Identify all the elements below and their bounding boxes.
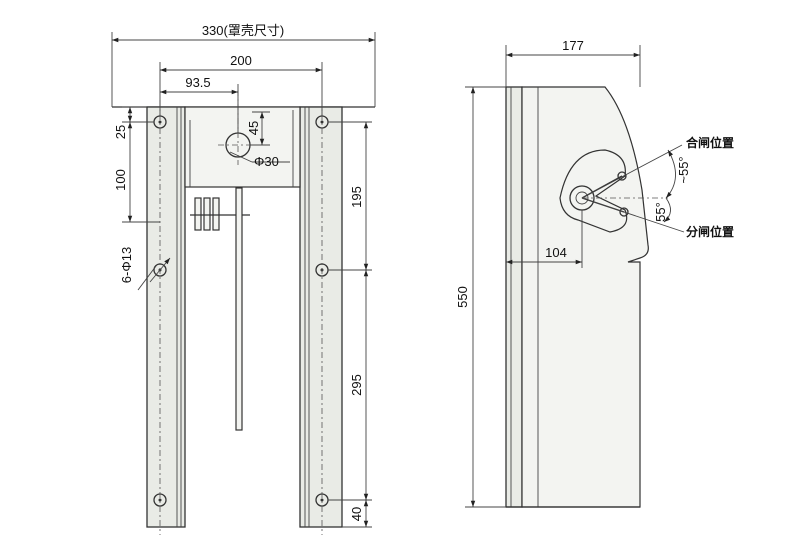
dim-center-hole: Φ30 — [254, 154, 279, 169]
side-view: 177 550 104 ~55° 55° 合闸位置 分闸位置 — [455, 38, 734, 508]
center-bracket — [184, 106, 301, 188]
dim-bottom-offset: 40 — [349, 507, 364, 521]
dim-closed-angle: ~55° — [676, 156, 691, 183]
side-mounting-plate — [505, 86, 523, 508]
closed-position-label: 合闸位置 — [686, 135, 734, 150]
side-housing — [521, 86, 649, 508]
dim-total-width: 330(罩壳尺寸) — [202, 23, 284, 38]
dim-hole-span: 200 — [230, 53, 252, 68]
dim-offset-left: 93.5 — [185, 75, 210, 90]
open-position-label: 分闸位置 — [686, 224, 734, 239]
dim-top-hole-offset: 25 — [113, 125, 128, 139]
dim-small-hole-offset: 45 — [246, 121, 261, 135]
dim-depth: 177 — [562, 38, 584, 53]
dim-right-upper-spacing: 195 — [349, 186, 364, 208]
right-rail — [299, 106, 343, 528]
dim-open-angle: 55° — [653, 202, 668, 222]
dim-height: 550 — [455, 286, 470, 308]
dim-right-lower-spacing: 295 — [349, 374, 364, 396]
front-view: 330(罩壳尺寸) 200 93.5 25 100 45 Φ30 6-Φ13 1… — [111, 23, 376, 535]
left-rail — [146, 106, 186, 528]
operating-rod — [235, 187, 243, 431]
dim-vertical-spacing: 100 — [113, 169, 128, 191]
dim-mount-holes: 6-Φ13 — [119, 247, 134, 283]
dim-pivot-depth: 104 — [545, 245, 567, 260]
